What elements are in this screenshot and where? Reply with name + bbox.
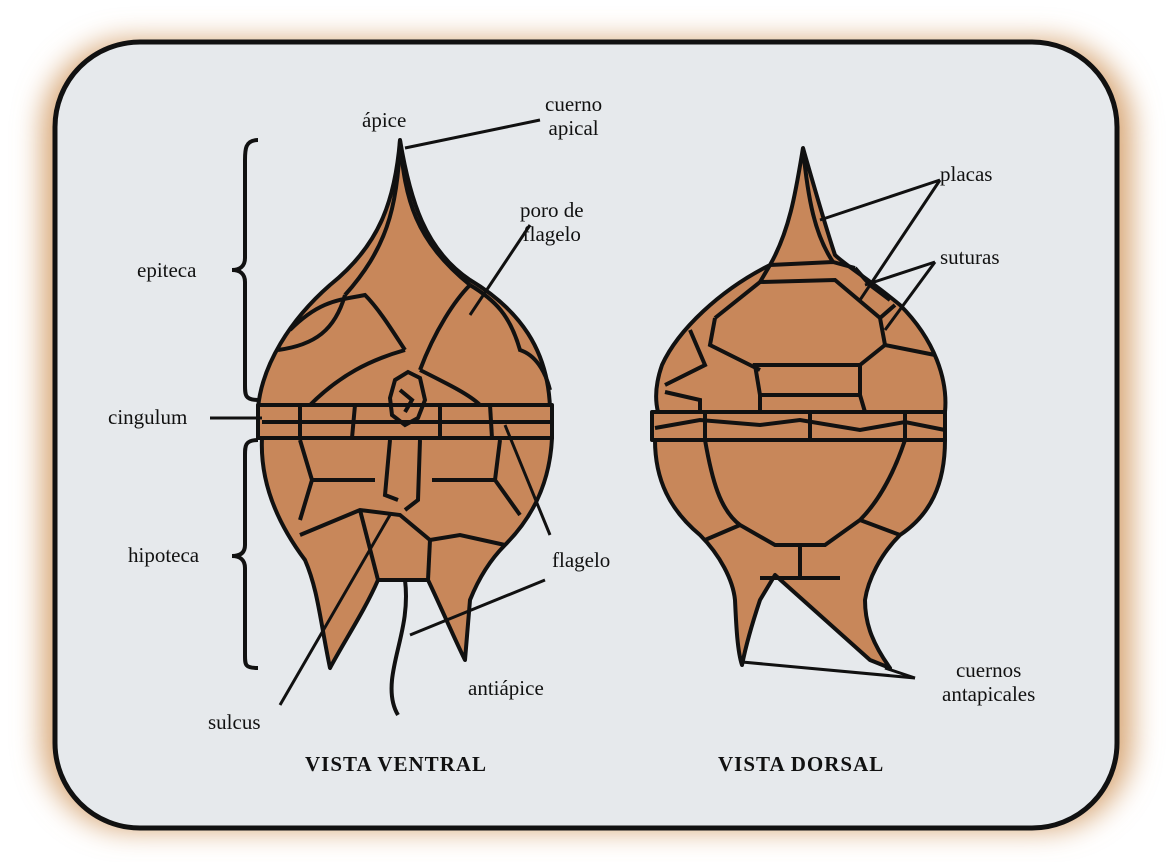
label-flagelo: flagelo xyxy=(552,548,610,572)
label-cuernos-antapicales: cuernos antapicales xyxy=(942,658,1035,706)
label-apice: ápice xyxy=(362,108,406,132)
title-vista-ventral: VISTA VENTRAL xyxy=(305,752,487,777)
label-hipoteca: hipoteca xyxy=(128,543,199,567)
label-antiapice: antiápice xyxy=(468,676,544,700)
label-cingulum: cingulum xyxy=(108,405,187,429)
label-placas: placas xyxy=(940,162,992,186)
label-suturas: suturas xyxy=(940,245,1000,269)
label-poro-de-flagelo: poro de flagelo xyxy=(520,198,584,246)
title-vista-dorsal: VISTA DORSAL xyxy=(718,752,884,777)
label-cuerno-apical: cuerno apical xyxy=(545,92,602,140)
dorsal-cingulum xyxy=(652,412,945,440)
label-sulcus: sulcus xyxy=(208,710,261,734)
label-epiteca: epiteca xyxy=(137,258,196,282)
